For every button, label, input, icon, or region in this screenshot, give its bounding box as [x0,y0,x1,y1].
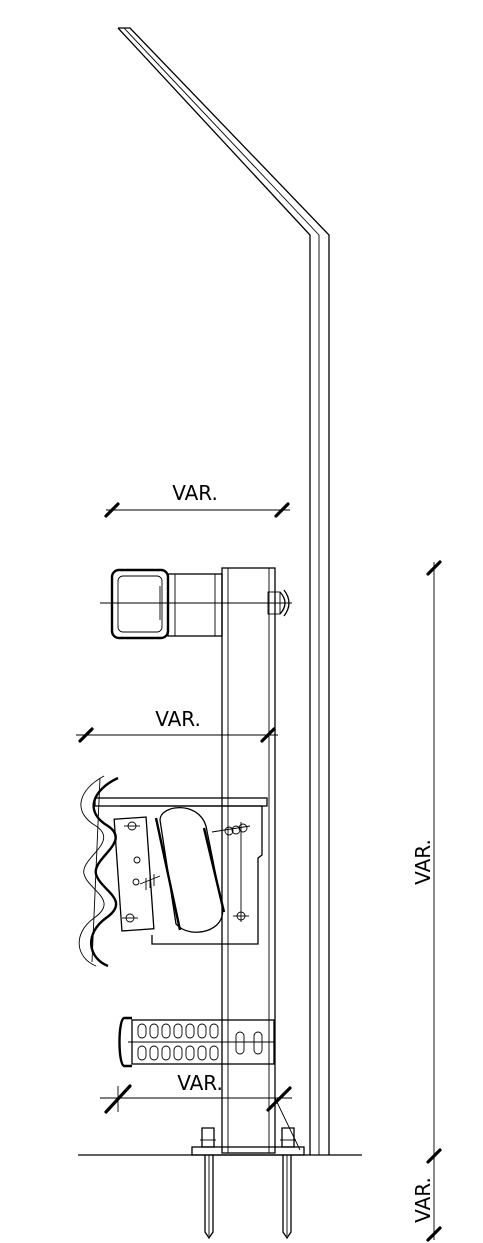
dimension-label-vertical-embed: VAR. [411,1177,435,1223]
guardrail-post [221,567,276,1154]
dimension-label-bottom: VAR. [177,1071,223,1095]
anchor-bolt-right [282,1155,292,1240]
dimension-label-top: VAR. [172,481,218,505]
dimension-vertical-embed: VAR. [411,1155,442,1242]
rub-rail [118,1016,275,1068]
anchor-bolt-left [204,1155,214,1240]
blockout-spacer [94,797,268,945]
top-rail-assembly [100,568,292,640]
base-plate [191,1127,305,1156]
dimension-vertical-main: VAR. [411,560,442,1164]
sign-pole [117,27,330,1155]
w-beam-rail [78,775,119,968]
diagonal-brace [274,1097,301,1151]
dimension-bottom-horizontal: VAR. [100,1071,292,1114]
dimension-label-vertical-main: VAR. [411,839,435,885]
dimension-middle-horizontal: VAR. [76,707,278,743]
dimension-label-middle: VAR. [155,707,201,731]
dimension-top-horizontal: VAR. [104,481,290,518]
